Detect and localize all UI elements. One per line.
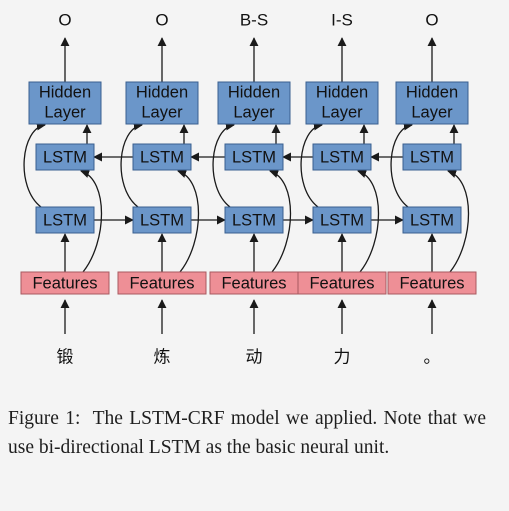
features-to-backward-curve [269,169,292,273]
arrows-layer [23,37,470,334]
backward-lstm-label: LSTM [140,148,184,166]
forward-to-hidden-curve [23,121,46,208]
backward-lstm-label: LSTM [320,148,364,166]
hidden-layer-label: Hidden [39,83,91,101]
forward-to-hidden-curve [390,121,413,208]
hidden-layer-label: Layer [141,103,183,121]
features-label: Features [32,274,97,292]
forward-to-hidden-curve [120,121,143,208]
output-tag: B-S [240,10,268,29]
hidden-layer-label: Layer [321,103,363,121]
forward-to-hidden-curve [300,121,323,208]
features-box [20,271,110,295]
backward-lstm-box [35,143,95,171]
hidden-layer-label: Layer [233,103,275,121]
features-label: Features [309,274,374,292]
features-to-backward-curve [80,169,103,273]
forward-lstm-box [402,206,462,234]
forward-lstm-box [132,206,192,234]
features-label: Features [129,274,194,292]
hidden-layer-label: Layer [411,103,453,121]
backward-lstm-box [402,143,462,171]
features-box [117,271,207,295]
input-token: 力 [334,347,351,366]
hidden-layer-label: Hidden [136,83,188,101]
features-label: Features [399,274,464,292]
input-token: 。 [424,347,441,366]
output-tag: O [58,10,71,29]
hidden-layer-label: Hidden [316,83,368,101]
backward-lstm-box [132,143,192,171]
forward-to-hidden-curve [212,121,235,208]
features-to-backward-curve [357,169,380,273]
forward-lstm-box [224,206,284,234]
forward-lstm-label: LSTM [43,211,87,229]
features-box [387,271,477,295]
input-token: 炼 [154,347,171,366]
features-to-backward-curve [447,169,470,273]
forward-lstm-label: LSTM [320,211,364,229]
backward-lstm-label: LSTM [43,148,87,166]
figure-caption: Figure 1: The LSTM-CRF model we applied.… [8,404,486,462]
output-tag: I-S [331,10,353,29]
input-token: 锻 [57,347,74,366]
hidden-layer-box [305,81,379,125]
caption-label: Figure 1: [8,408,81,429]
caption-text: The LSTM-CRF model we applied. Note that… [8,408,491,458]
hidden-layer-box [125,81,199,125]
forward-lstm-label: LSTM [232,211,276,229]
hidden-layer-box [28,81,102,125]
forward-lstm-box [312,206,372,234]
backward-lstm-label: LSTM [410,148,454,166]
hidden-layer-label: Layer [44,103,86,121]
features-to-backward-curve [177,169,200,273]
hidden-layer-label: Hidden [406,83,458,101]
output-tag: O [155,10,168,29]
backward-lstm-label: LSTM [232,148,276,166]
forward-lstm-box [35,206,95,234]
forward-lstm-label: LSTM [410,211,454,229]
features-label: Features [221,274,286,292]
hidden-layer-box [395,81,469,125]
output-tag: O [425,10,438,29]
hidden-layer-label: Hidden [228,83,280,101]
features-box [297,271,387,295]
backward-lstm-box [312,143,372,171]
backward-lstm-box [224,143,284,171]
input-token: 动 [246,347,263,366]
hidden-layer-box [217,81,291,125]
forward-lstm-label: LSTM [140,211,184,229]
